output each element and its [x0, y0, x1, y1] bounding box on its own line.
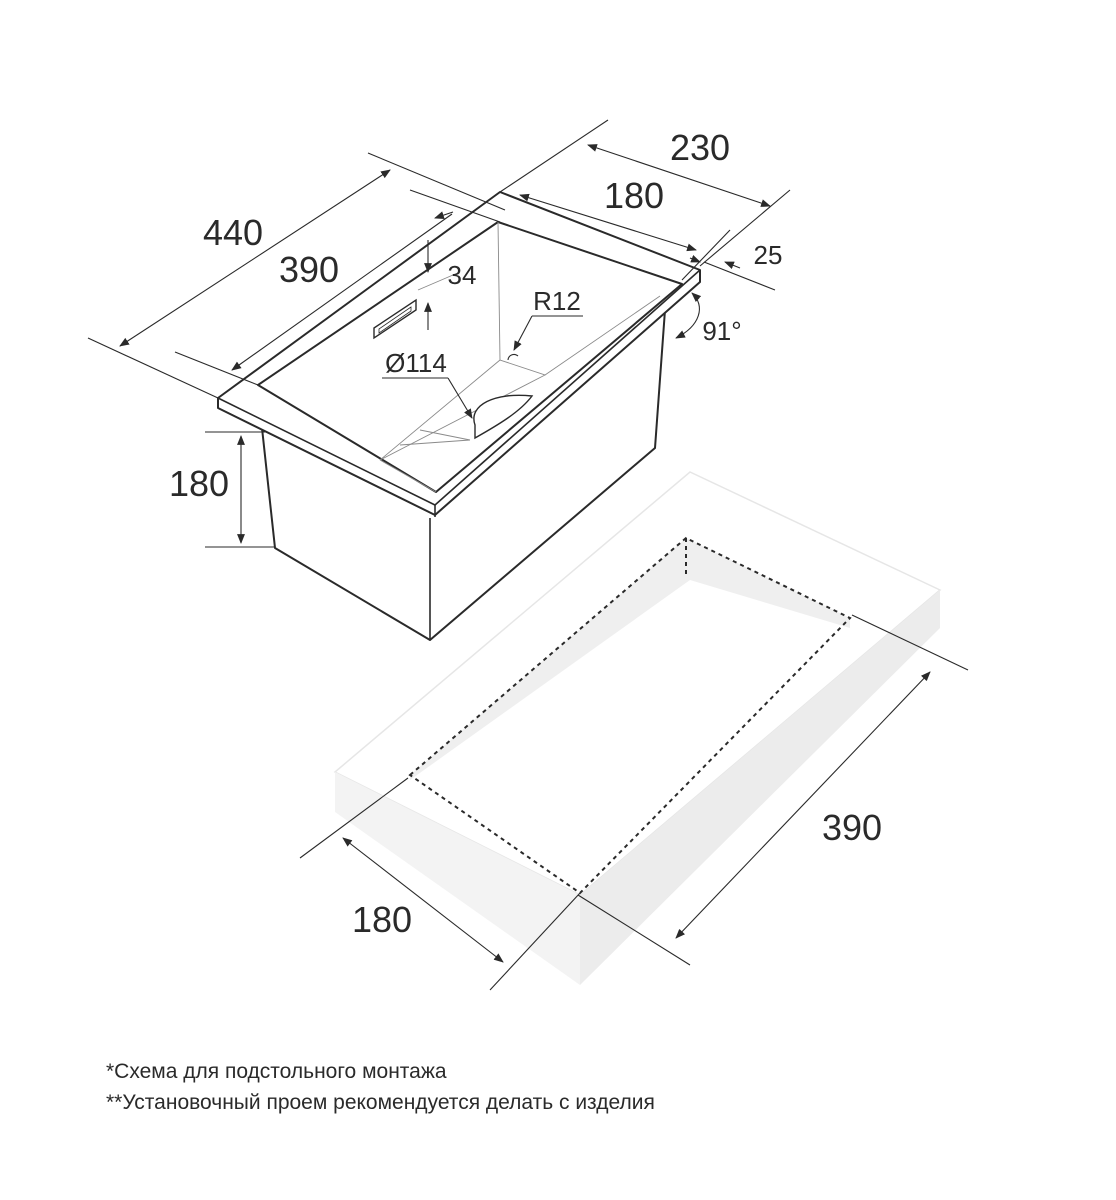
outer-length-label: 440 [203, 212, 263, 253]
overflow-offset-dimension: 34 [417, 240, 477, 330]
overflow-offset-label: 34 [448, 260, 477, 290]
outer-length-dimension: 440 [87, 119, 609, 399]
rim-label: 25 [754, 240, 783, 270]
rim-dimension: 25 [689, 240, 783, 291]
corner-radius-callout: R12 [513, 286, 583, 351]
wall-angle-label: 91° [702, 316, 741, 346]
depth-label: 180 [169, 463, 229, 504]
inner-length-label: 390 [279, 249, 339, 290]
depth-dimension: 180 [169, 431, 274, 548]
outer-width-dimension: 230 [367, 127, 791, 267]
sink-inner-opening [257, 221, 683, 493]
cutout-width-dimension: 180 [299, 777, 581, 991]
drain-hole [473, 394, 534, 440]
corner-radius-label: R12 [533, 286, 581, 316]
cutout-length-label: 390 [822, 807, 882, 848]
note-mounting: *Схема для подстольного монтажа [106, 1060, 447, 1083]
inner-width-label: 180 [604, 175, 664, 216]
cutout-width-label: 180 [352, 899, 412, 940]
cutout-outline [408, 536, 852, 895]
note-cutout: **Установочный проем рекомендуется делат… [106, 1091, 655, 1114]
wall-angle-callout: 91° [675, 292, 742, 346]
cutout-length-dimension: 390 [577, 614, 969, 966]
inner-width-dimension: 180 [409, 175, 731, 281]
drain-diameter-label: Ø114 [385, 348, 447, 378]
notes: *Схема для подстольного монтажа **Устано… [106, 1056, 655, 1118]
sink [217, 191, 701, 641]
inner-length-dimension: 390 [174, 211, 454, 386]
bowl-inner-back-wall [379, 221, 547, 461]
rim-right-edge [434, 269, 701, 506]
drain-diameter-callout: Ø114 [382, 348, 473, 419]
rim-front-edge [217, 397, 436, 506]
corner-radius-marker [507, 353, 519, 361]
outer-width-label: 230 [670, 127, 730, 168]
